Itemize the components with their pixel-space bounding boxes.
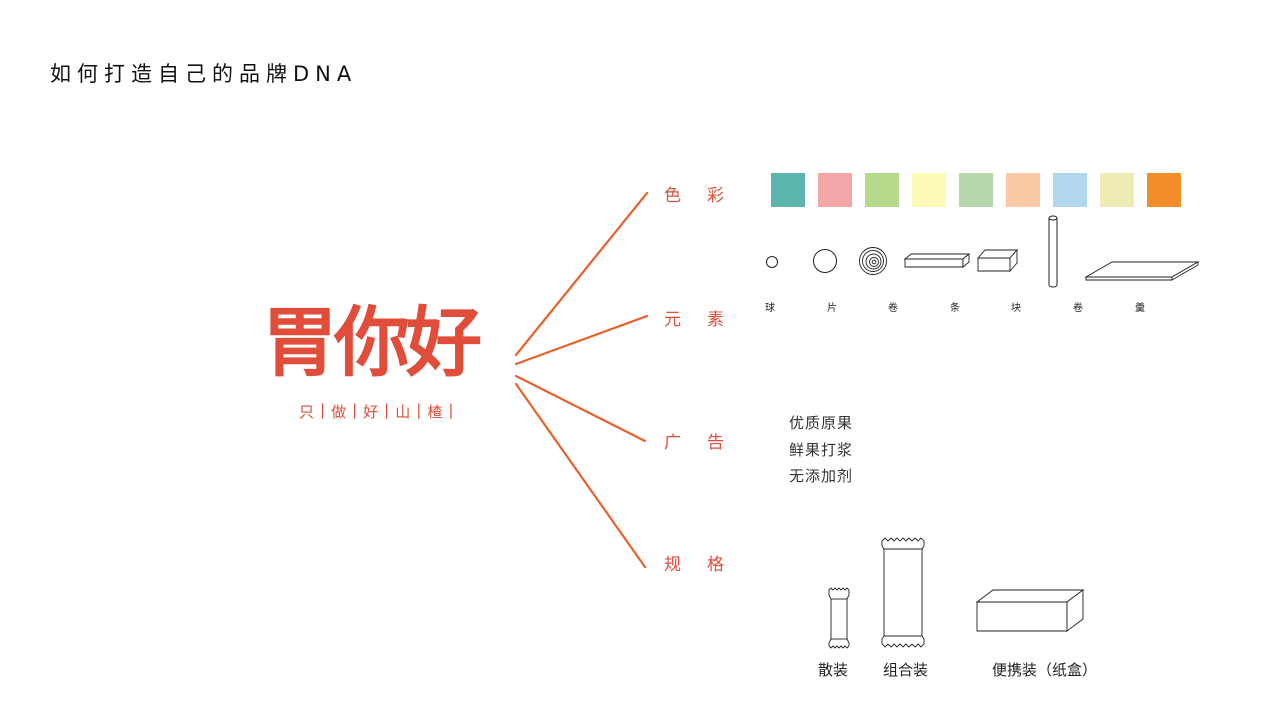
element-label-ball: 球 [765,303,775,314]
branch-label-color: 色彩 [664,186,750,206]
packaging-label-single: 散装 [818,661,849,679]
color-swatch [1100,173,1134,207]
sheet-icon [1084,261,1200,281]
color-swatch [865,173,899,207]
connector-line-color [514,191,649,357]
page-title: 如何打造自己的品牌DNA [50,62,358,86]
slogan-char: 楂 [427,403,443,421]
slogan-char: 好 [363,403,379,421]
color-swatch [818,173,852,207]
slogan-char: 做 [331,403,347,421]
element-label-rod-roll: 卷 [1073,303,1083,314]
color-palette [771,173,1181,207]
element-label-bar: 条 [950,303,960,314]
ball-icon [766,256,778,268]
branch-label-ad: 广告 [664,433,750,453]
brand-logo: 胃你好 [262,298,482,387]
slogan-divider: | [448,401,454,419]
rod-roll-icon [1048,215,1058,288]
packaging-label-box: 便携装（纸盒） [992,661,1098,679]
paper-box-icon [975,589,1085,632]
element-label-sheet: 羹 [1135,303,1145,314]
slogan-char: 只 [299,403,315,421]
ad-copy-line: 鲜果打浆 [789,440,854,459]
ad-copy: 优质原果 鲜果打浆 无添加剂 [789,410,853,490]
slogan-char: 山 [395,403,411,421]
branch-label-spec: 规格 [664,555,750,575]
element-label-spiral-roll: 卷 [888,303,898,314]
slogan-divider: | [416,401,422,419]
element-label-disc: 片 [827,303,837,314]
packaging-label-combo: 组合装 [883,661,929,679]
color-swatch [1006,173,1040,207]
slogan-divider: | [384,401,390,419]
spiral-roll-icon [859,247,887,275]
combo-pack-icon [881,537,925,648]
color-swatch [959,173,993,207]
brand-slogan: 只 | 做 | 好 | 山 | 楂 | [293,401,453,422]
connector-line-spec [514,382,647,569]
branch-label-elements: 元素 [664,310,750,330]
disc-icon [813,249,837,273]
color-swatch [1147,173,1181,207]
ad-copy-line: 优质原果 [789,414,854,432]
ad-copy-line: 无添加剂 [789,467,854,485]
element-label-block: 块 [1011,303,1021,314]
bar-icon [903,253,971,268]
color-swatch [1053,173,1087,207]
single-pack-icon [828,587,850,649]
block-icon [977,248,1018,273]
connector-line-elements [514,314,649,366]
connector-line-ad [514,374,647,443]
color-swatch [912,173,946,207]
slogan-divider: | [320,401,326,419]
slogan-divider: | [352,401,358,419]
color-swatch [771,173,805,207]
